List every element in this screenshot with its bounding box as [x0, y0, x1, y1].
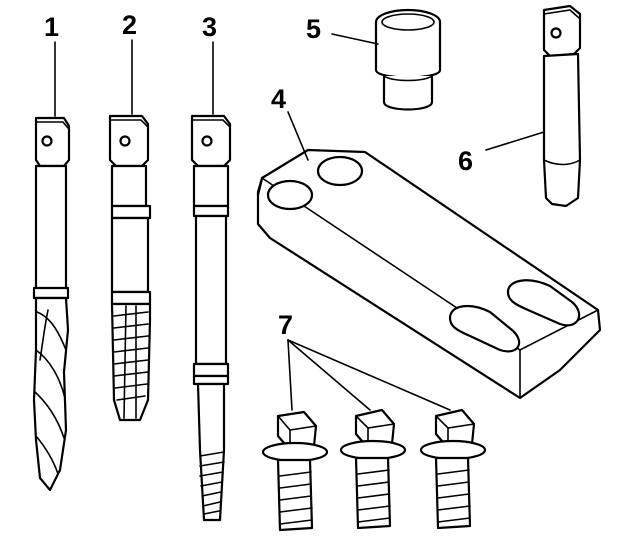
leader-5	[331, 33, 379, 45]
bolt-c	[419, 408, 487, 530]
tool-6-driver	[542, 4, 582, 208]
callout-6: 6	[458, 146, 474, 176]
bolt-b	[339, 408, 407, 530]
callout-2: 2	[122, 10, 138, 40]
callout-1: 1	[44, 12, 60, 42]
tool-7-bolts	[261, 408, 487, 532]
leader-lines	[54, 33, 545, 411]
tool-3-extractor	[190, 114, 232, 522]
tool-4-guide-plate	[256, 148, 602, 400]
tool-1-drill-bit	[32, 116, 71, 492]
bolt-a	[261, 410, 329, 532]
callout-7: 7	[278, 310, 294, 340]
leader-7	[287, 339, 451, 411]
tool-5-bushing	[374, 8, 442, 111]
leader-4	[287, 111, 309, 161]
tool-2-tap	[108, 114, 152, 422]
leader-6	[485, 131, 545, 151]
callout-4: 4	[271, 84, 287, 114]
callout-5: 5	[306, 14, 322, 44]
callout-3: 3	[202, 12, 218, 42]
